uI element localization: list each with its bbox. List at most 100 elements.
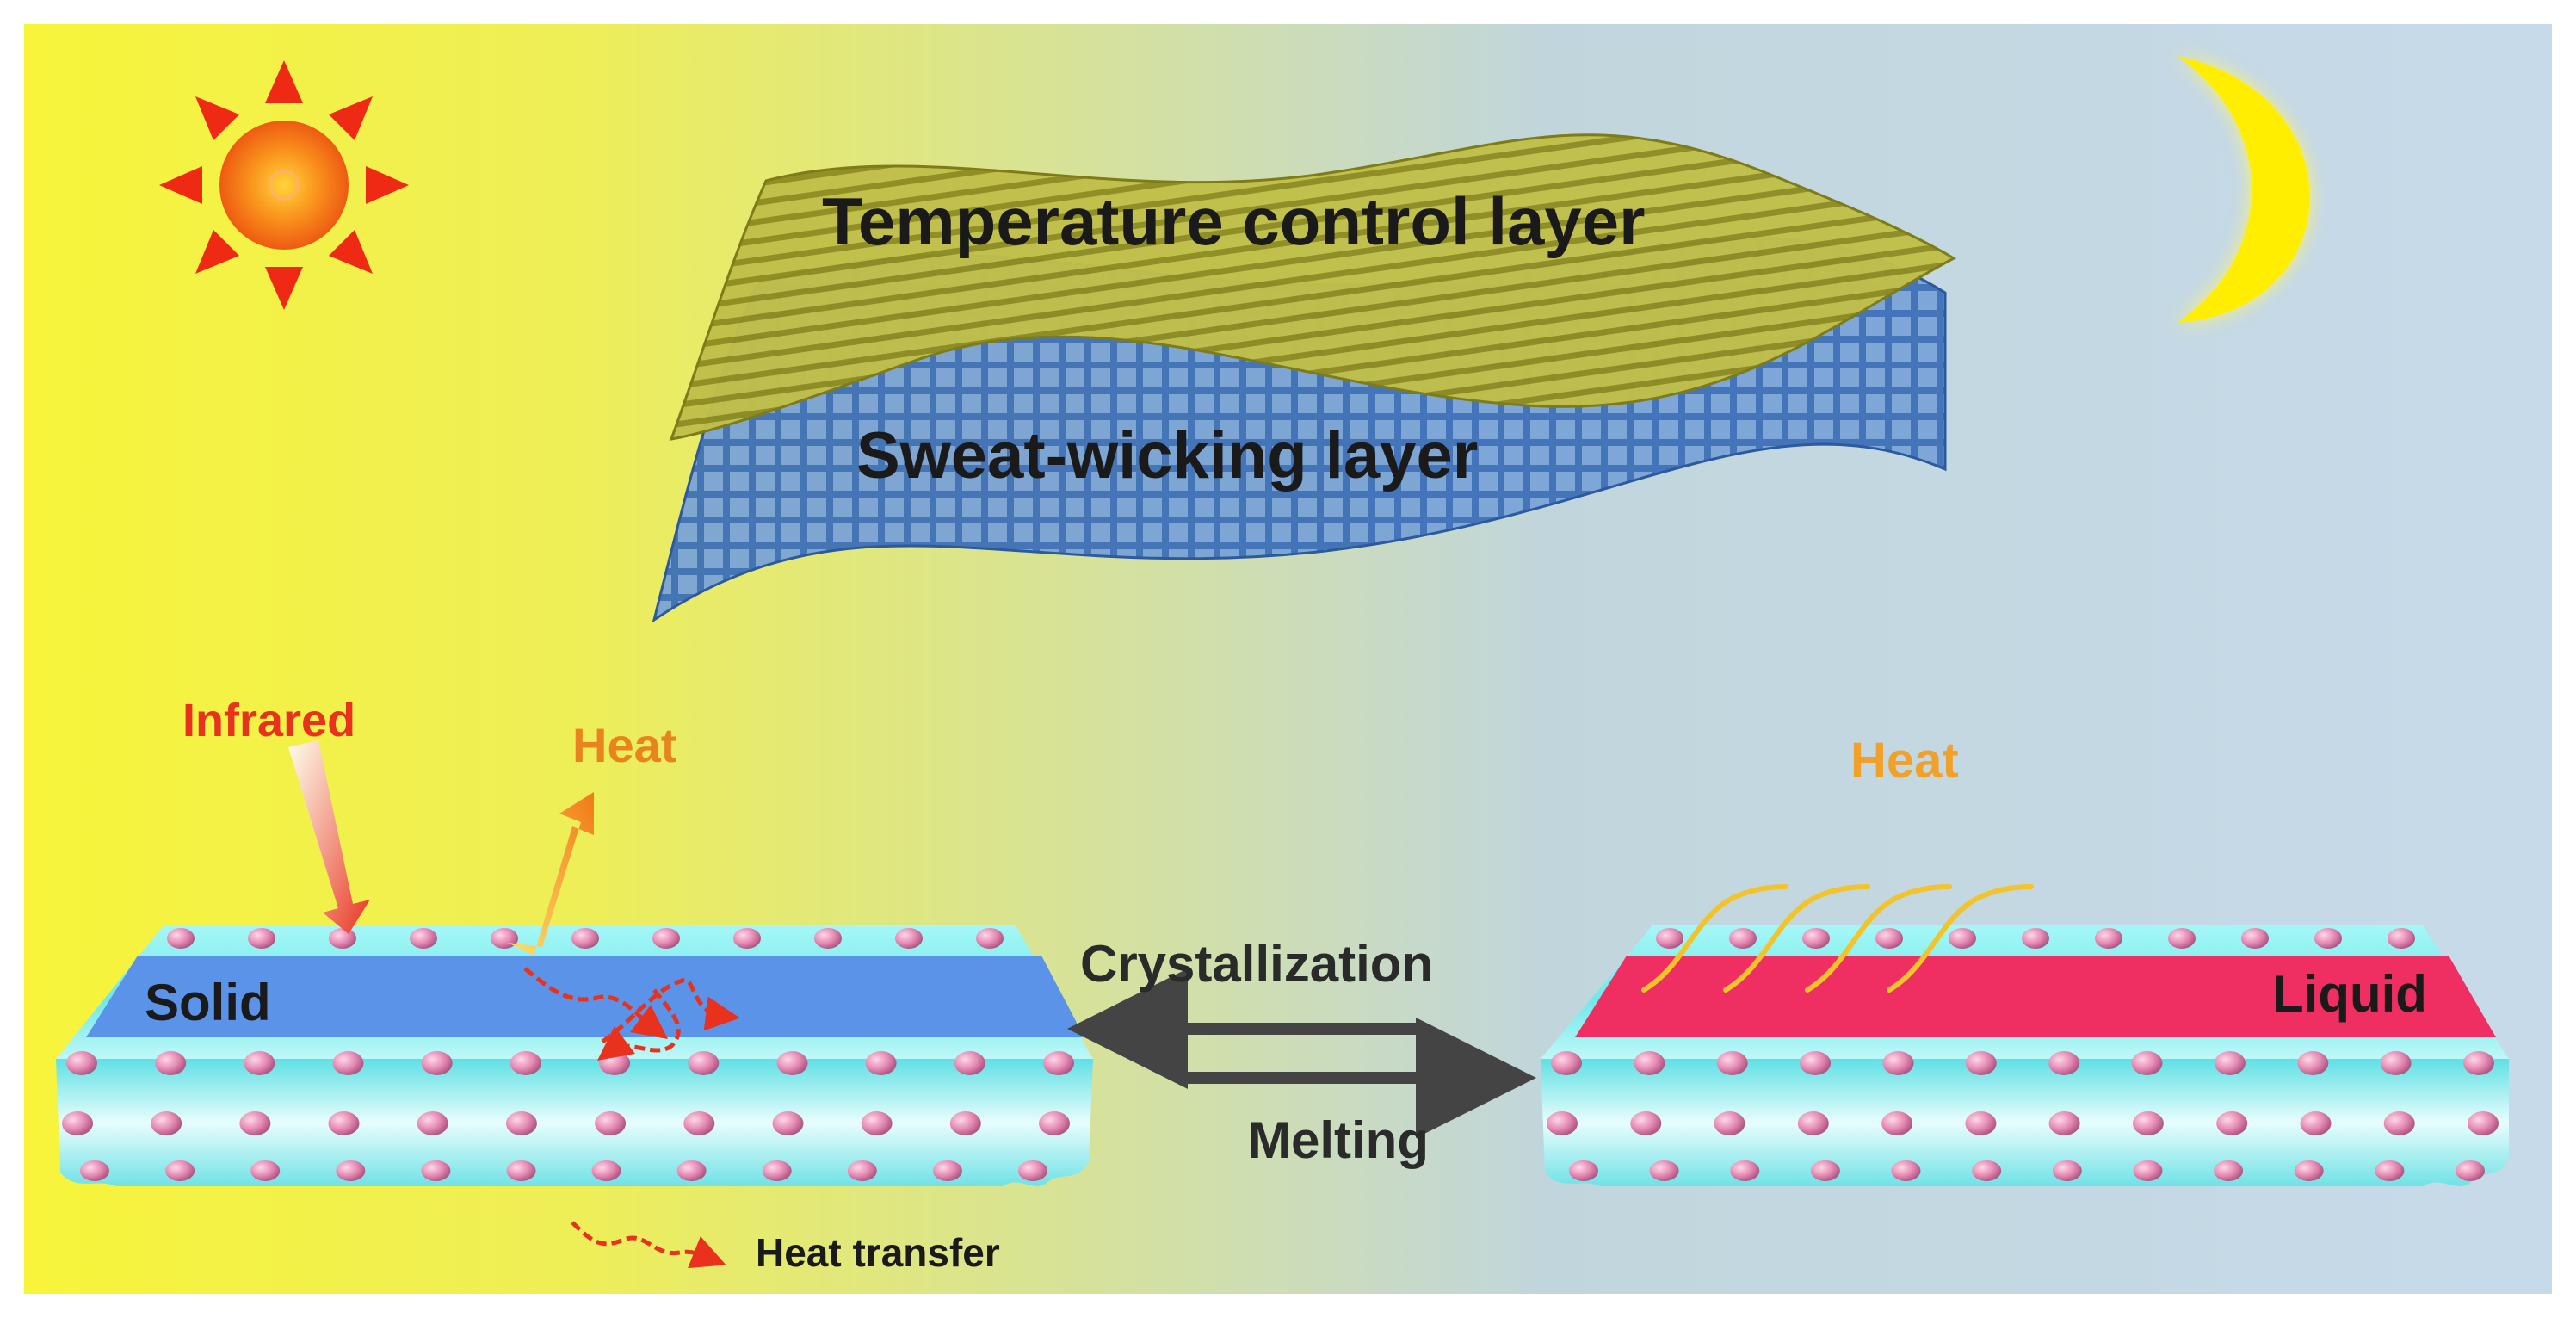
crystallization-label: Crystallization xyxy=(1080,935,1434,993)
bead xyxy=(1800,1051,1832,1075)
sweat-wicking-layer-label: Sweat-wicking layer xyxy=(856,419,1479,492)
moon-icon xyxy=(2178,56,2310,323)
bead xyxy=(1875,928,1903,949)
bead xyxy=(66,1051,97,1075)
bead xyxy=(2214,1160,2244,1181)
bead xyxy=(239,1111,271,1135)
bead xyxy=(2095,928,2122,949)
bead xyxy=(2048,1111,2080,1135)
bead xyxy=(1891,1160,1921,1181)
bead xyxy=(421,1051,453,1075)
bead xyxy=(949,1111,981,1135)
bead xyxy=(155,1051,187,1075)
bead xyxy=(1730,1160,1760,1181)
bead xyxy=(1043,1051,1074,1075)
heat-transfer-legend-icon xyxy=(571,1221,726,1269)
heat-waves-right xyxy=(1641,884,2034,993)
liquid-state-fiber xyxy=(1541,925,2509,1186)
bead xyxy=(2383,1111,2415,1135)
bead xyxy=(2463,1051,2494,1075)
bead xyxy=(1797,1111,1829,1135)
bead xyxy=(165,1160,195,1181)
solid-label: Solid xyxy=(145,974,271,1031)
bead xyxy=(1965,1111,1997,1135)
bead xyxy=(595,1111,627,1135)
liquid-fiber-beads xyxy=(1547,928,2499,1181)
bead xyxy=(1569,1160,1598,1181)
bead xyxy=(1551,1051,1582,1075)
bead xyxy=(762,1160,792,1181)
bead xyxy=(167,928,195,949)
bead xyxy=(151,1111,182,1135)
bead xyxy=(2375,1160,2405,1181)
heat-transfer-legend-label: Heat transfer xyxy=(756,1230,1000,1275)
bead xyxy=(2241,928,2269,949)
bead xyxy=(733,928,761,949)
bead xyxy=(1972,1160,2002,1181)
bead xyxy=(1649,1160,1679,1181)
bead xyxy=(688,1051,720,1075)
bead xyxy=(2131,1051,2163,1075)
heat-label-right: Heat xyxy=(1850,733,1959,789)
bead xyxy=(847,1160,877,1181)
bead xyxy=(328,1111,360,1135)
bead xyxy=(2294,1160,2324,1181)
bead xyxy=(244,1051,275,1075)
bead xyxy=(2133,1160,2163,1181)
bead xyxy=(2456,1160,2485,1181)
bead xyxy=(1949,928,1976,949)
bead xyxy=(2388,928,2415,949)
bead xyxy=(505,1111,537,1135)
bead xyxy=(652,928,680,949)
bead xyxy=(410,928,437,949)
bead xyxy=(421,1160,451,1181)
solid-fiber-beads xyxy=(62,928,1074,1181)
bead xyxy=(506,1160,536,1181)
bead xyxy=(417,1111,448,1135)
bead xyxy=(2468,1111,2499,1135)
bead xyxy=(2022,928,2049,949)
bead xyxy=(332,1051,364,1075)
bead xyxy=(62,1111,93,1135)
bead xyxy=(80,1160,109,1181)
bead xyxy=(2380,1051,2412,1075)
bead xyxy=(895,928,923,949)
bead xyxy=(336,1160,366,1181)
bead xyxy=(2214,1051,2246,1075)
bead xyxy=(1039,1111,1070,1135)
bead xyxy=(2297,1051,2329,1075)
bead xyxy=(2314,928,2342,949)
bead xyxy=(1882,1051,1914,1075)
bead xyxy=(1634,1051,1665,1075)
bead xyxy=(2132,1111,2164,1135)
bead xyxy=(683,1111,715,1135)
bead xyxy=(1716,1051,1748,1075)
bead xyxy=(772,1111,804,1135)
solid-state-fiber xyxy=(56,925,1093,1186)
bead xyxy=(1881,1111,1913,1135)
bead xyxy=(1656,928,1683,949)
liquid-label: Liquid xyxy=(2272,965,2427,1023)
bead xyxy=(250,1160,281,1181)
bead xyxy=(2300,1111,2332,1135)
sun-icon xyxy=(159,60,409,310)
bead xyxy=(2052,1160,2082,1181)
heat-transfer-paths xyxy=(523,967,740,1061)
infrared-label: Infrared xyxy=(182,695,356,746)
heat-label-left: Heat xyxy=(572,718,677,772)
bead xyxy=(2168,928,2196,949)
bead xyxy=(1714,1111,1745,1135)
bead xyxy=(1630,1111,1662,1135)
bead xyxy=(1018,1160,1047,1181)
bead xyxy=(571,928,599,949)
bead xyxy=(329,928,356,949)
melting-label: Melting xyxy=(1248,1111,1429,1169)
bead xyxy=(599,1051,631,1075)
bead xyxy=(591,1160,621,1181)
bead xyxy=(865,1051,897,1075)
bead xyxy=(2216,1111,2248,1135)
bead xyxy=(1965,1051,1997,1075)
bead xyxy=(248,928,275,949)
bead xyxy=(510,1051,541,1075)
